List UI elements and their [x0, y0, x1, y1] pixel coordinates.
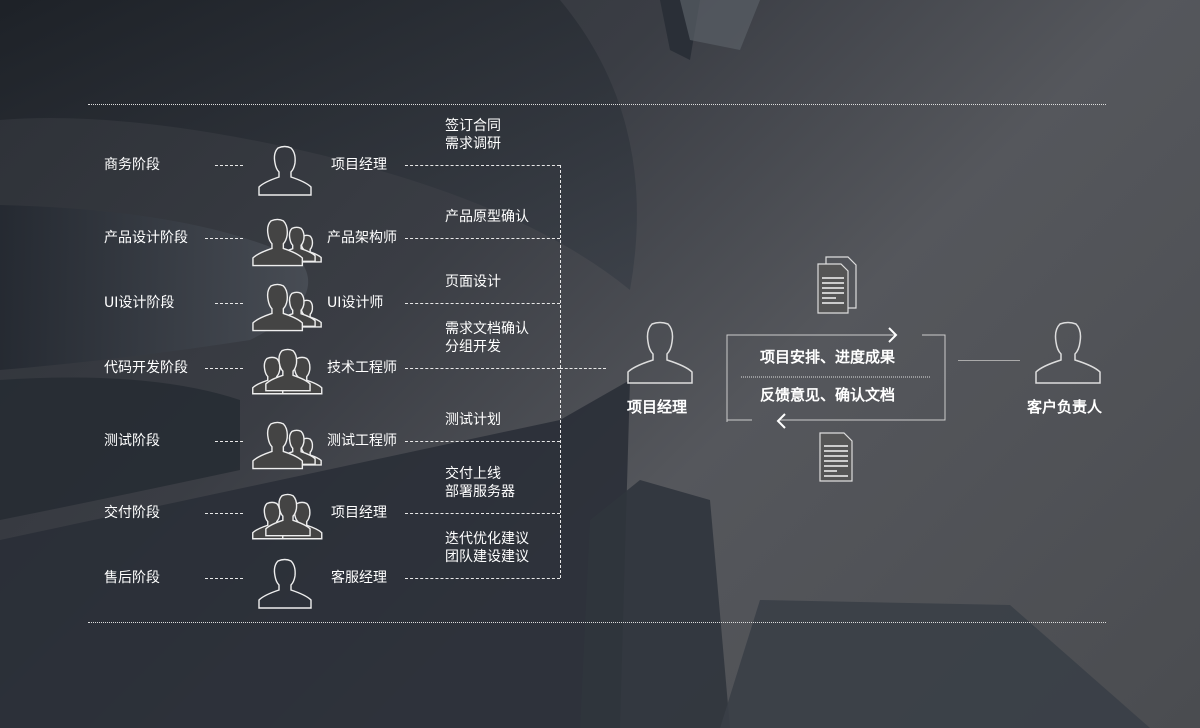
- stage-label: 交付阶段: [104, 504, 160, 522]
- task-label: 部署服务器: [445, 483, 515, 501]
- stage-connector: [215, 441, 243, 442]
- task-label: 团队建设建议: [445, 548, 529, 566]
- role-label: 项目经理: [331, 504, 387, 522]
- client-label: 客户负责人: [1027, 398, 1102, 416]
- stage-connector: [205, 513, 243, 514]
- role-label: 技术工程师: [327, 359, 397, 377]
- task-label: 需求调研: [445, 135, 501, 153]
- task-connector: [405, 441, 560, 442]
- connector-to-pm: [560, 368, 606, 369]
- forward-label: 项目安排、进度成果: [760, 348, 895, 366]
- task-label: 签订合同: [445, 117, 501, 135]
- task-label: 页面设计: [445, 273, 501, 291]
- task-label: 产品原型确认: [445, 208, 529, 226]
- stage-label: 代码开发阶段: [104, 359, 188, 377]
- stage-label: UI设计阶段: [104, 294, 174, 312]
- task-connector: [405, 513, 560, 514]
- role-label: 客服经理: [331, 569, 387, 587]
- documents-icon: [816, 256, 858, 314]
- stage-connector: [215, 303, 243, 304]
- top-divider: [88, 104, 1106, 105]
- exchange-box: [727, 326, 947, 422]
- task-label: 需求文档确认: [445, 320, 529, 338]
- connector-vertical: [560, 165, 561, 578]
- pm-label: 项目经理: [627, 398, 687, 416]
- task-label: 分组开发: [445, 338, 501, 356]
- group-icon: [252, 219, 318, 269]
- stage-label: 商务阶段: [104, 156, 160, 174]
- task-connector: [405, 578, 560, 579]
- task-connector: [405, 165, 560, 166]
- bottom-divider: [88, 622, 1106, 623]
- group-icon: [252, 284, 318, 334]
- team-icon: [252, 494, 318, 544]
- stage-connector: [215, 165, 243, 166]
- stage-connector: [205, 578, 243, 579]
- role-label: UI设计师: [327, 294, 383, 312]
- back-label: 反馈意见、确认文档: [760, 386, 895, 404]
- client-icon: [1034, 322, 1102, 384]
- client-connector: [958, 360, 1020, 361]
- task-label: 交付上线: [445, 465, 501, 483]
- stage-connector: [205, 238, 243, 239]
- stage-label: 售后阶段: [104, 569, 160, 587]
- group-icon: [252, 422, 318, 472]
- person-icon: [252, 146, 318, 196]
- task-label: 迭代优化建议: [445, 530, 529, 548]
- team-icon: [252, 349, 318, 399]
- task-connector: [405, 303, 560, 304]
- role-label: 产品架构师: [327, 229, 397, 247]
- document-icon: [819, 432, 853, 482]
- task-connector: [405, 368, 560, 369]
- project-manager-icon: [626, 322, 694, 384]
- stage-connector: [205, 368, 243, 369]
- role-label: 项目经理: [331, 156, 387, 174]
- role-label: 测试工程师: [327, 432, 397, 450]
- task-connector: [405, 238, 560, 239]
- stage-label: 测试阶段: [104, 432, 160, 450]
- stage-label: 产品设计阶段: [104, 229, 188, 247]
- task-label: 测试计划: [445, 411, 501, 429]
- person-icon: [252, 559, 318, 609]
